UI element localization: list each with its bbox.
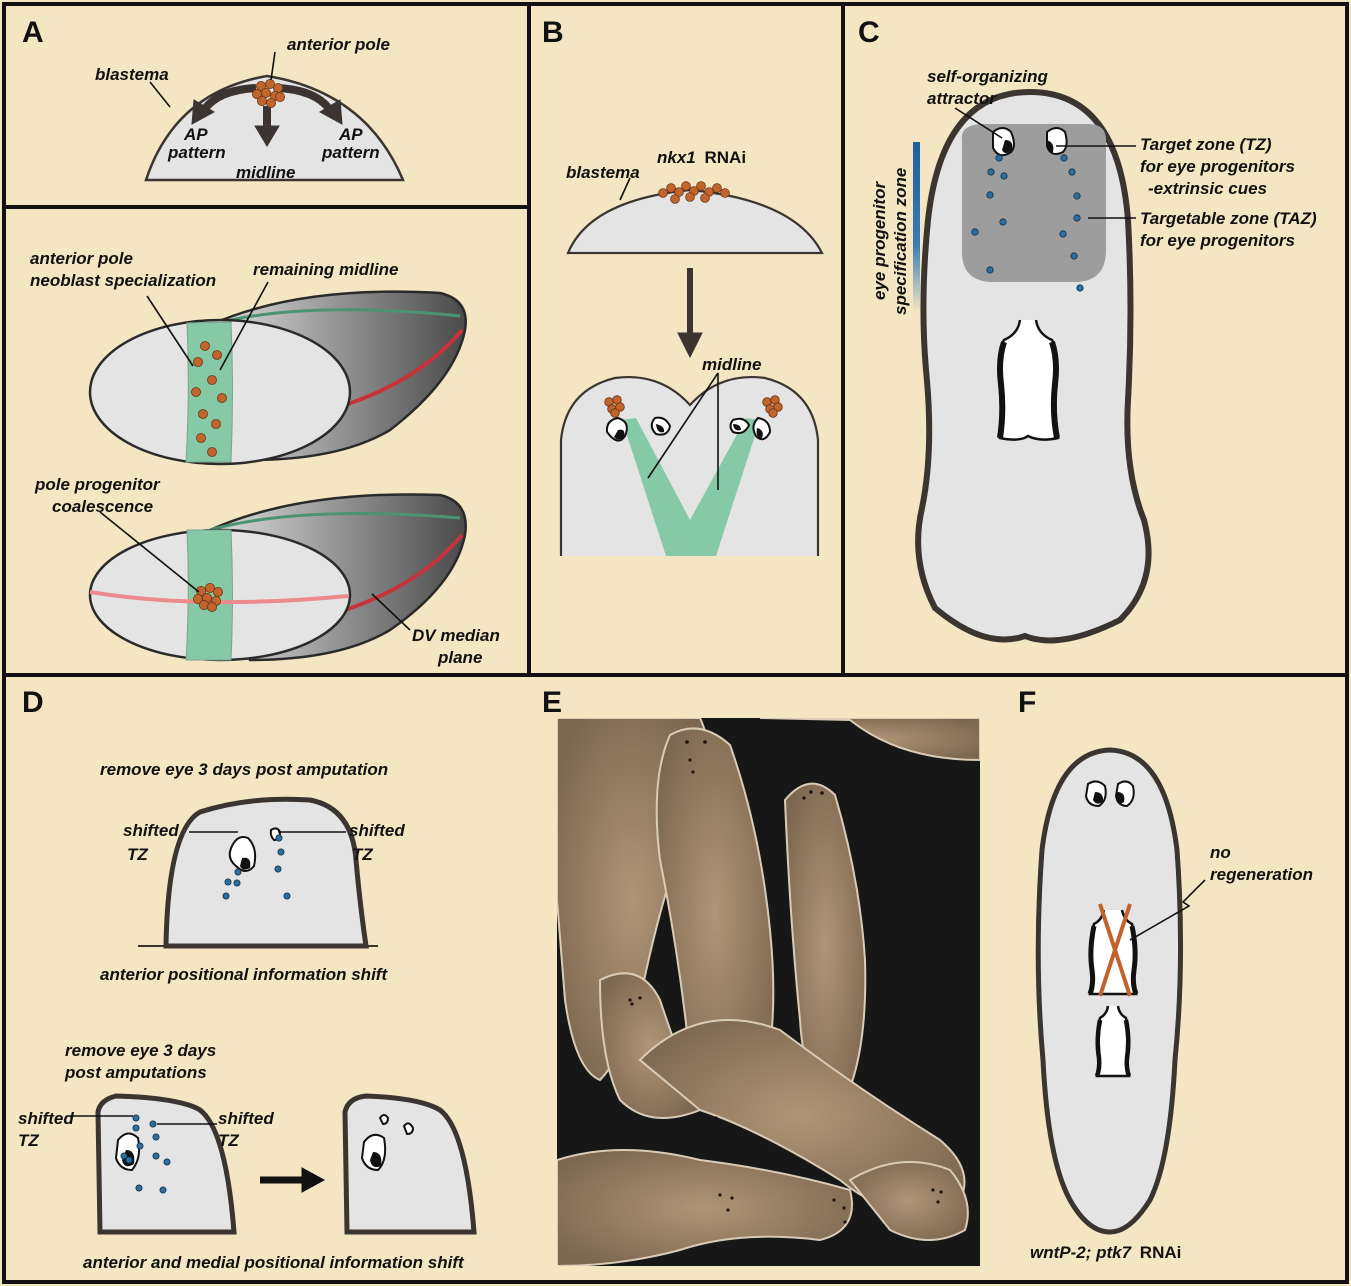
ap-pattern-left-label-1: AP xyxy=(183,125,208,144)
pharynx xyxy=(1000,320,1058,440)
taz-label-1: Targetable zone (TAZ) xyxy=(1140,209,1317,228)
f-pharynx-lower xyxy=(1097,1006,1129,1076)
anterior-pole-label: anterior pole xyxy=(287,35,390,54)
panel-e: E xyxy=(542,686,980,1266)
d-top-title: remove eye 3 days post amputation xyxy=(100,760,388,779)
d-bottom-tz-right: TZ xyxy=(218,1131,239,1150)
neoblast-label-1: anterior pole xyxy=(30,249,133,268)
b-blastema-label: blastema xyxy=(566,163,640,182)
attractor-label-2: attractor xyxy=(927,89,997,108)
remaining-midline-label: remaining midline xyxy=(253,260,398,279)
tz-label-2: for eye progenitors xyxy=(1140,157,1295,176)
blastema-label: blastema xyxy=(95,65,169,84)
neoblast-label-2: neoblast specialization xyxy=(30,271,216,290)
d-bottom-shifted-left: shifted xyxy=(18,1109,74,1128)
panel-c-letter: C xyxy=(858,16,880,49)
ap-pattern-right-label-2: pattern xyxy=(321,143,380,162)
ap-pattern-left-label-2: pattern xyxy=(167,143,226,162)
no-regeneration-label-2: regeneration xyxy=(1210,865,1313,884)
d-top-shifted-right: shifted xyxy=(349,821,405,840)
d-bottom-caption: anterior and medial positional informati… xyxy=(83,1253,465,1272)
dv-plane-label-1: DV median xyxy=(412,626,500,645)
coalescence-label-1: pole progenitor xyxy=(34,475,161,494)
taz-label-2: for eye progenitors xyxy=(1140,231,1295,250)
d-top-tz-left: TZ xyxy=(127,845,148,864)
specification-gradient-bar xyxy=(913,142,920,312)
d-bottom-title-2: post amputations xyxy=(64,1063,207,1082)
tz-label-3: -extrinsic cues xyxy=(1148,179,1267,198)
no-regeneration-label-1: no xyxy=(1210,843,1231,862)
b-midline-label: midline xyxy=(702,355,762,374)
targetable-zone xyxy=(962,124,1106,282)
tz-label-1: Target zone (TZ) xyxy=(1140,135,1272,154)
f-rnai: RNAi xyxy=(1140,1243,1182,1262)
d-bottom-title-1: remove eye 3 days xyxy=(65,1041,216,1060)
d-top-caption: anterior positional information shift xyxy=(100,965,388,984)
panel-a-letter: A xyxy=(22,16,44,49)
panel-b-letter: B xyxy=(542,16,564,49)
spec-label-1: eye progenitor xyxy=(870,181,889,300)
attractor-label-1: self-organizing xyxy=(927,67,1049,86)
panel-d-letter: D xyxy=(22,686,44,719)
d-bottom-tz-left: TZ xyxy=(18,1131,39,1150)
ap-pattern-right-label-1: AP xyxy=(338,125,363,144)
b-gene-name: nkx1 xyxy=(657,148,696,167)
panel-e-letter: E xyxy=(542,686,562,719)
spec-label-2: specification zone xyxy=(891,168,910,315)
d-top-tz-right: TZ xyxy=(352,845,373,864)
f-gene-label: wntP-2; ptk7 RNAi xyxy=(1030,1243,1181,1262)
coalescence-label-2: coalescence xyxy=(52,497,153,516)
d-top-shifted-left: shifted xyxy=(123,821,179,840)
f-gene-name: wntP-2; ptk7 xyxy=(1030,1243,1133,1262)
dv-plane-label-2: plane xyxy=(437,648,482,667)
d-bottom-shifted-right: shifted xyxy=(218,1109,274,1128)
panel-f-letter: F xyxy=(1018,686,1036,719)
b-rnai: RNAi xyxy=(704,148,746,167)
midline-label: midline xyxy=(236,163,296,182)
